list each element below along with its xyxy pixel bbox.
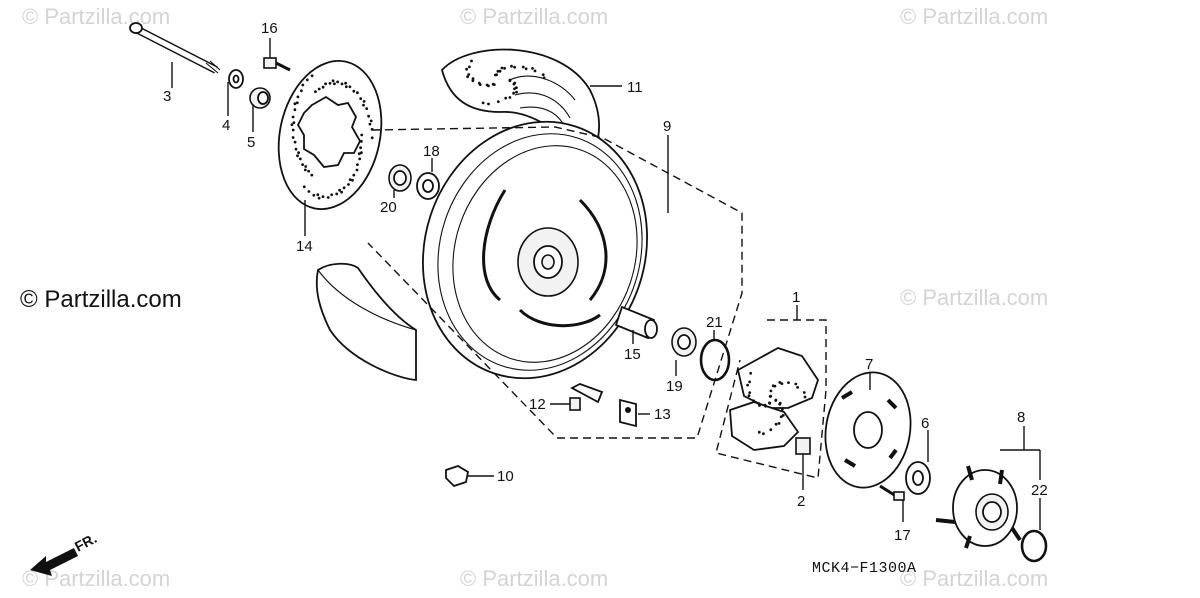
bolt-16-part xyxy=(263,57,291,72)
assembly-outline-9 xyxy=(367,126,743,439)
oring-22-part xyxy=(1020,529,1048,563)
valve-12-part xyxy=(569,383,604,411)
bearing-19-part xyxy=(671,327,697,357)
callout-12: 12 xyxy=(529,396,546,413)
watermark-top-left: © Partzilla.com xyxy=(22,4,170,29)
callout-14: 14 xyxy=(296,238,313,255)
front-direction-label: FR. xyxy=(72,530,99,555)
callout-20: 20 xyxy=(380,199,397,216)
bolt-17-part xyxy=(879,484,905,501)
watermark-main: © Partzilla.com xyxy=(20,286,182,313)
oring-21-part xyxy=(699,338,731,382)
damper-set-part xyxy=(729,347,819,455)
watermark-bottom-right: © Partzilla.com xyxy=(900,566,1048,591)
callout-15: 15 xyxy=(624,346,641,363)
callout-13: 13 xyxy=(654,406,671,423)
callout-22: 22 xyxy=(1031,482,1048,499)
callout-5: 5 xyxy=(247,134,255,151)
assembly-outline-1 xyxy=(715,319,827,479)
weight-13-part xyxy=(619,398,637,428)
callout-11: 11 xyxy=(627,79,643,96)
callout-6: 6 xyxy=(921,415,929,432)
brake-disc-part xyxy=(277,60,383,210)
callout-8: 8 xyxy=(1017,409,1025,426)
bearing-20-part xyxy=(388,164,412,192)
watermark-bottom-center: © Partzilla.com xyxy=(460,566,608,591)
callout-2: 2 xyxy=(797,493,805,510)
watermark-top-center: © Partzilla.com xyxy=(460,4,608,29)
callout-4: 4 xyxy=(222,117,230,134)
callout-9: 9 xyxy=(663,118,671,135)
axle-part xyxy=(129,22,221,74)
diagram-code: MCK4−F1300A xyxy=(812,560,917,577)
callout-21: 21 xyxy=(706,314,723,331)
callout-7: 7 xyxy=(865,356,873,373)
callout-1: 1 xyxy=(792,289,800,306)
watermark-mid-right: © Partzilla.com xyxy=(900,285,1048,310)
collar-part xyxy=(249,87,271,109)
bearing-18-part xyxy=(416,172,440,200)
damper-2-part xyxy=(795,437,811,455)
callouts: 3 4 5 16 14 20 18 11 9 15 19 21 1 12 13 … xyxy=(163,20,1048,544)
hub-8-part xyxy=(935,465,1022,549)
watermark-top-right: © Partzilla.com xyxy=(900,4,1048,29)
callout-19: 19 xyxy=(666,378,683,395)
callout-17: 17 xyxy=(894,527,911,544)
spacer-15-part xyxy=(614,305,658,340)
callout-10: 10 xyxy=(497,468,514,485)
callout-18: 18 xyxy=(423,143,440,160)
callout-3: 3 xyxy=(163,88,171,105)
leader-lines xyxy=(171,38,1041,530)
watermark-group: © Partzilla.com © Partzilla.com © Partzi… xyxy=(22,4,1048,591)
clip-10-part xyxy=(445,465,470,488)
plate-7-part xyxy=(824,371,912,489)
callout-16: 16 xyxy=(261,20,278,37)
wheel-rim-part xyxy=(422,120,648,380)
